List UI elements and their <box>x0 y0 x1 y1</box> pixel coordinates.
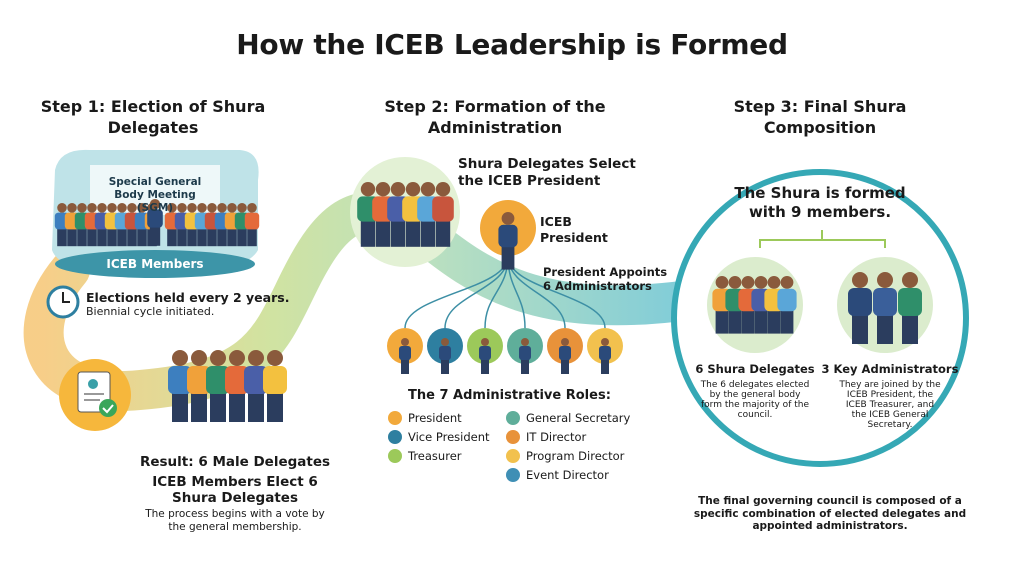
role-label: Treasurer <box>408 448 462 463</box>
appoints-label: President Appoints 6 Administrators <box>543 265 668 293</box>
role-item: Program Director <box>506 446 630 465</box>
delegate-figure <box>432 182 454 247</box>
formed-title: The Shura is formed with 9 members. <box>734 184 906 221</box>
step1-heading: Step 1: Election of Shura Delegates <box>40 97 266 137</box>
role-item: Treasurer <box>388 446 490 465</box>
administrator-figure <box>848 272 872 344</box>
delegate-figure <box>187 350 211 422</box>
delegates-title: 6 Shura Delegates <box>695 362 815 376</box>
shura-circle <box>671 169 969 467</box>
elect-title: ICEB Members Elect 6 Shura Delegates <box>152 474 318 506</box>
role-label: President <box>408 410 462 425</box>
administrator-figure <box>559 338 571 374</box>
role-item: President <box>388 408 490 427</box>
members-label: ICEB Members <box>106 257 204 271</box>
administrator-figure <box>479 338 491 374</box>
roles-title: The 7 Administrative Roles: <box>408 388 611 403</box>
step2-heading: Step 2: Formation of the Administration <box>384 97 606 137</box>
delegate-figure <box>225 350 249 422</box>
role-label: Event Director <box>526 467 609 482</box>
page-title: How the ICEB Leadership is Formed <box>236 28 788 61</box>
secretary-icon <box>506 410 520 425</box>
delegates-desc: The 6 delegates elected by the general b… <box>700 380 810 420</box>
role-label: Program Director <box>526 448 625 463</box>
computer-icon <box>506 429 520 444</box>
president-figure <box>498 212 518 270</box>
speaker-figure <box>147 199 163 246</box>
elections-title: Elections held every 2 years. <box>86 290 290 305</box>
administrator-figure <box>873 272 897 344</box>
delegate-figure <box>777 276 797 334</box>
president-icon <box>388 410 402 425</box>
delegate-figure <box>417 182 439 247</box>
role-label: Vice President <box>408 429 490 444</box>
sgm-label: Special General Body Meeting (SGM) <box>108 176 202 214</box>
check-icon <box>99 399 117 417</box>
administrator-figure <box>519 338 531 374</box>
role-item: Event Director <box>506 465 630 484</box>
delegate-figure <box>168 350 192 422</box>
admins-desc: They are joined by the ICEB President, t… <box>839 380 941 430</box>
step3-heading: Step 3: Final Shura Composition <box>733 97 907 137</box>
delegate-figure <box>206 350 230 422</box>
admins-title: 3 Key Administrators <box>821 362 959 376</box>
role-item: IT Director <box>506 427 630 446</box>
money-bag-icon <box>388 448 402 463</box>
select-title: Shura Delegates Select the ICEB Presiden… <box>458 156 636 189</box>
elections-sub: Biennial cycle initiated. <box>86 305 215 318</box>
elect-desc: The process begins with a vote by the ge… <box>145 508 325 533</box>
president-label: ICEB President <box>540 214 608 245</box>
role-item: Vice President <box>388 427 490 446</box>
member-figure <box>244 203 260 247</box>
delegate-figure <box>263 350 287 422</box>
footer-summary: The final governing council is composed … <box>693 495 967 532</box>
role-label: IT Director <box>526 429 587 444</box>
administrator-figure <box>399 338 411 374</box>
delegate-figure <box>244 350 268 422</box>
members-banner <box>55 250 255 278</box>
administrator-figure <box>898 272 922 344</box>
administrator-figure <box>599 338 611 374</box>
result-label: Result: 6 Male Delegates <box>139 454 331 470</box>
program-icon <box>506 448 520 463</box>
role-item: General Secretary <box>506 408 630 427</box>
calendar-icon <box>506 467 520 482</box>
administrator-figure <box>439 338 451 374</box>
role-label: General Secretary <box>526 410 631 425</box>
vice-president-icon <box>388 429 402 444</box>
